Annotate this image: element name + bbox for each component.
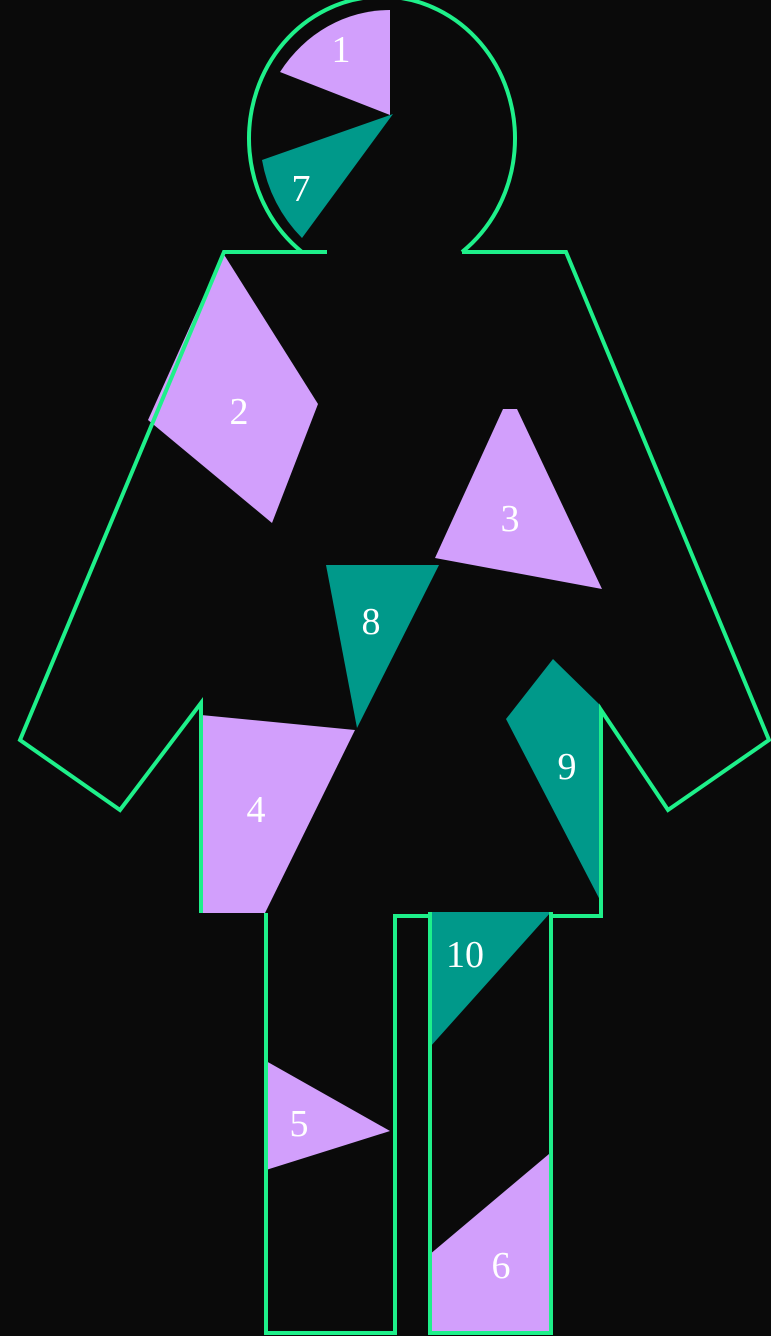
- piece-6-label: 6: [492, 1245, 511, 1287]
- piece-10-label: 10: [446, 934, 484, 976]
- piece-8-label: 8: [362, 601, 381, 643]
- piece-3-label: 3: [501, 498, 520, 540]
- piece-7-label: 7: [292, 168, 311, 210]
- piece-9-label: 9: [558, 746, 577, 788]
- piece-2-label: 2: [230, 391, 249, 433]
- piece-1-label: 1: [332, 29, 351, 71]
- piece-5-label: 5: [290, 1103, 309, 1145]
- piece-4-label: 4: [247, 789, 266, 831]
